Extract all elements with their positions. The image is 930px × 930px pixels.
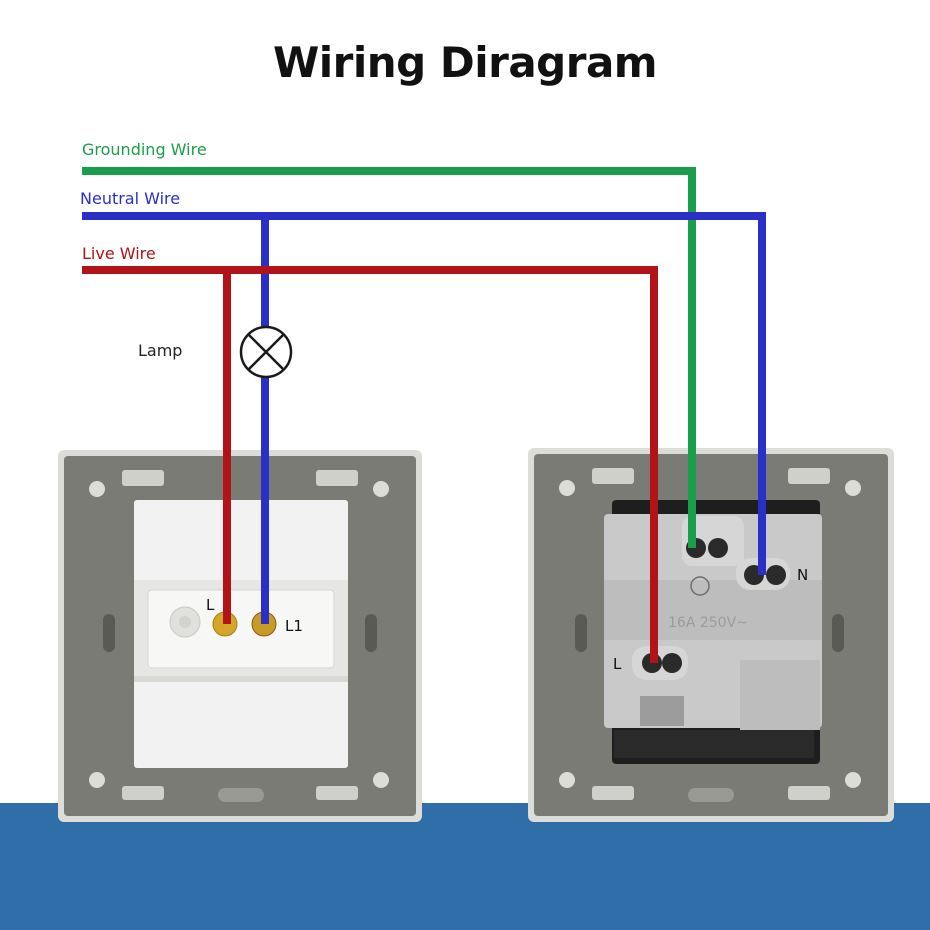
switch-module	[134, 500, 348, 768]
ground-wire	[82, 167, 696, 548]
live-wire	[82, 266, 658, 663]
switch-terminal-l-label: L	[206, 596, 215, 614]
lamp-icon	[239, 325, 293, 379]
socket-terminal-n-label: N	[797, 566, 809, 584]
ground-wire-label: Grounding Wire	[82, 140, 207, 159]
live-wire-label: Live Wire	[82, 244, 156, 263]
footer-band	[0, 803, 930, 930]
diagram-title: Wiring Diragram	[272, 38, 658, 87]
socket-module: 16A 250V~	[604, 514, 822, 758]
socket-terminal-l-label: L	[613, 655, 622, 673]
socket-rating: 16A 250V~	[668, 615, 748, 631]
neutral-wire	[82, 212, 766, 575]
neutral-wire-label: Neutral Wire	[80, 189, 181, 208]
switch-terminal-l1-label: L1	[285, 617, 303, 635]
lamp-label: Lamp	[138, 341, 183, 360]
